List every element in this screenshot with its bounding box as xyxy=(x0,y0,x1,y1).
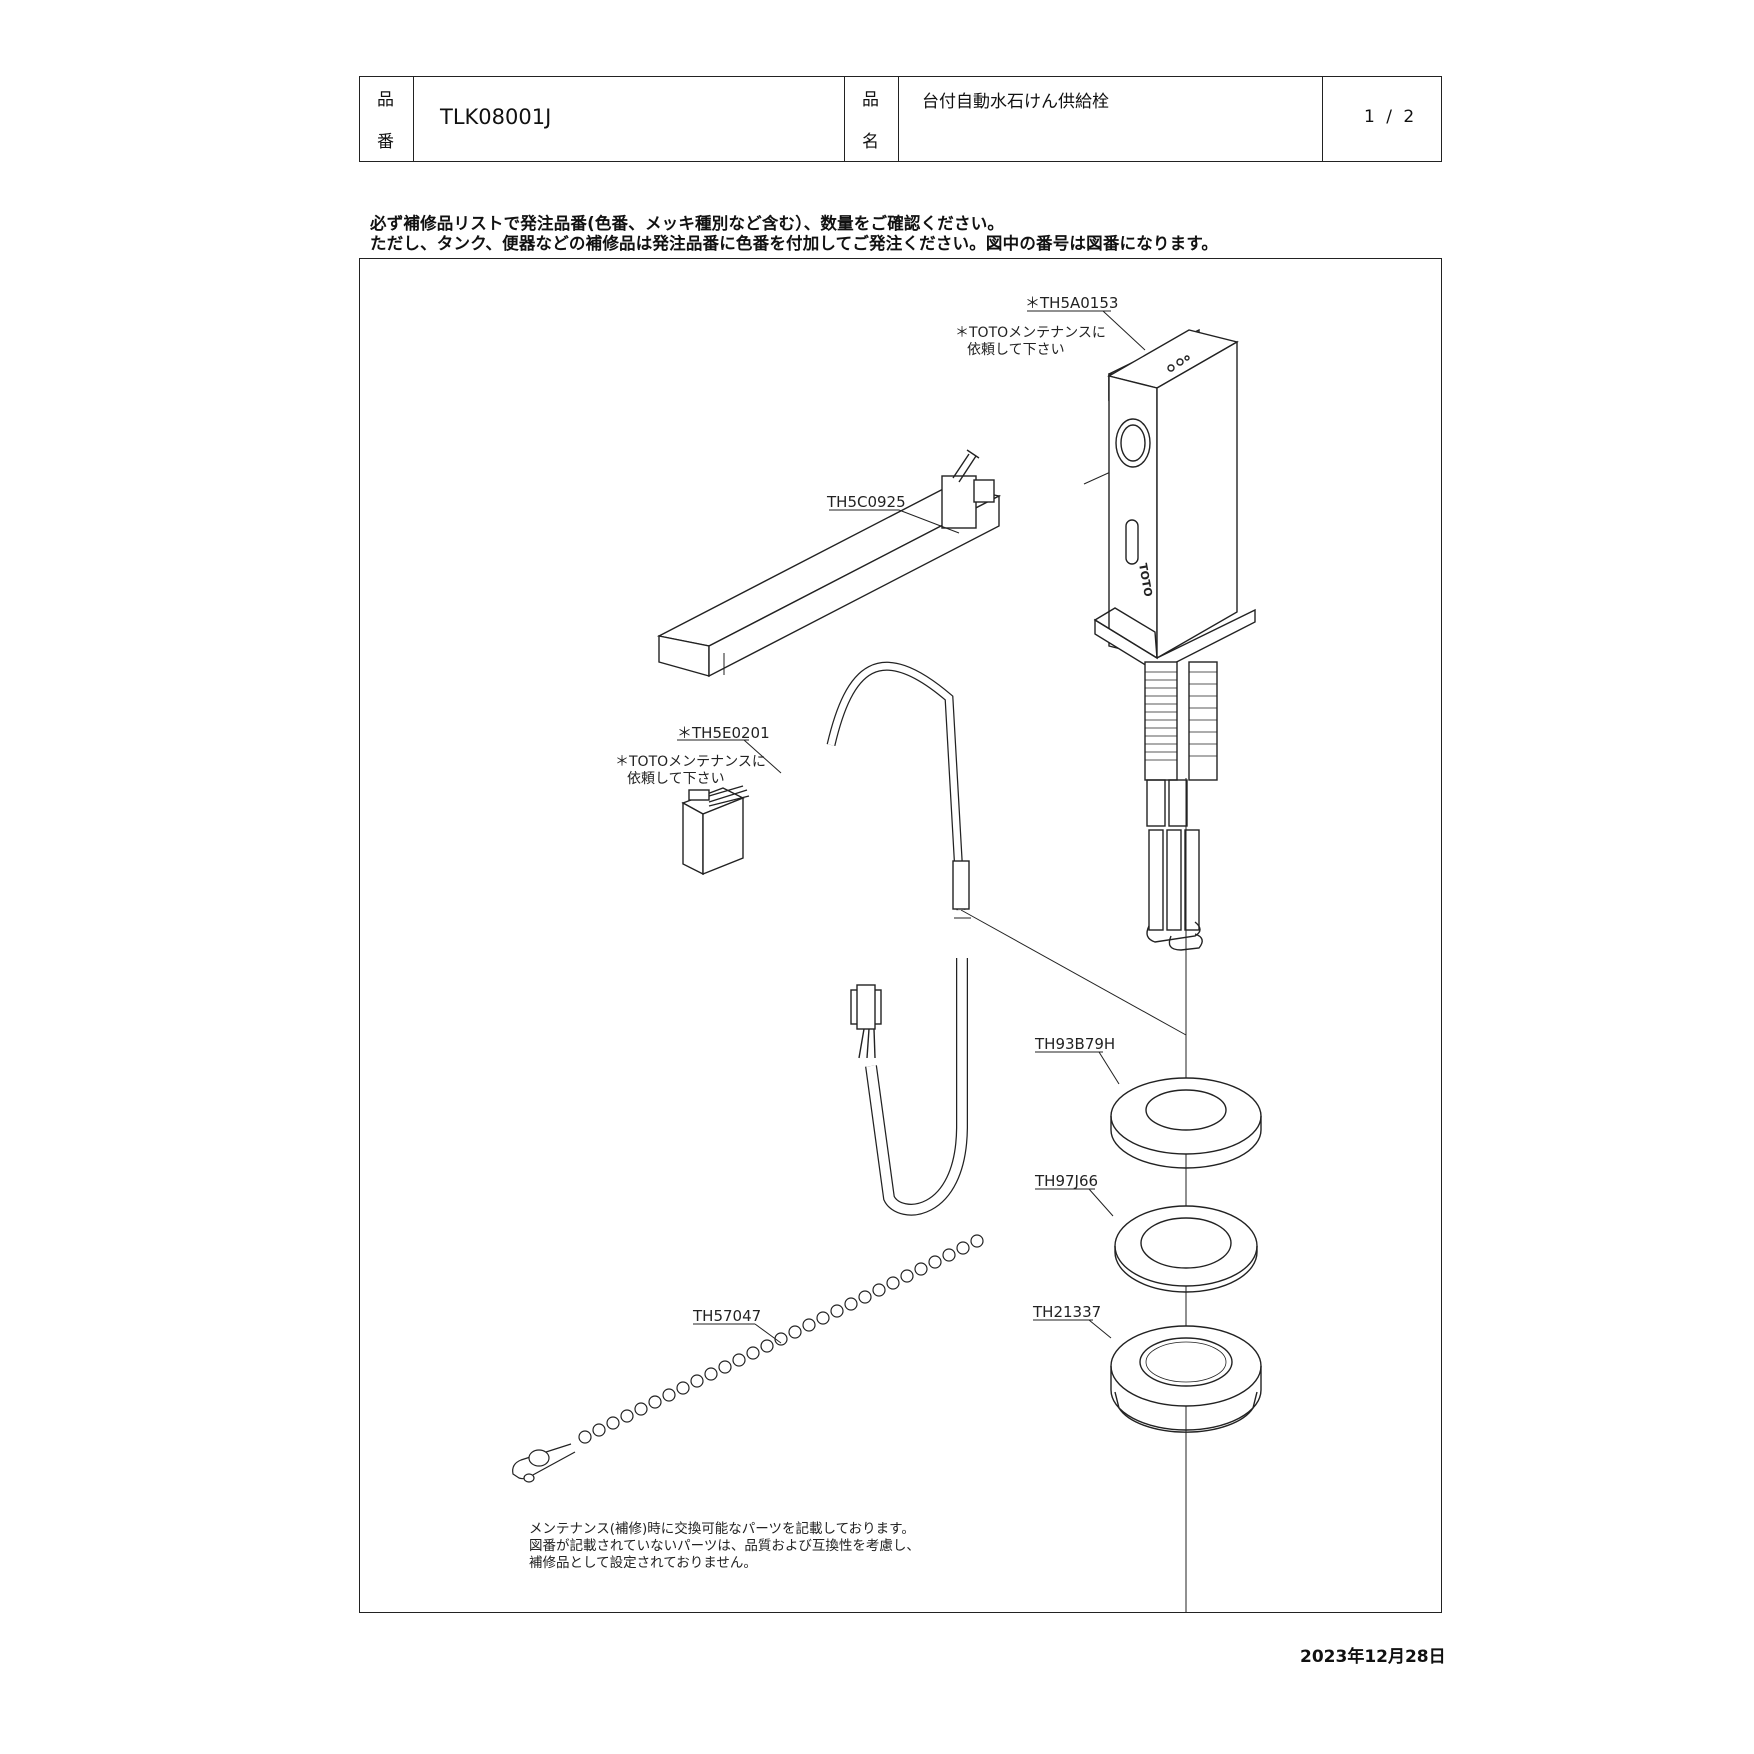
title-divider xyxy=(898,77,899,161)
part-code: TH5C0925 xyxy=(826,493,906,511)
issue-date: 2023年12月28日 xyxy=(1300,1647,1446,1667)
instruction-line: 必ず補修品リストで発注品番(色番、メッキ種別など含む）、数量をご確認ください。 xyxy=(370,214,1005,233)
part-code: TH57047 xyxy=(692,1307,761,1325)
product-number: TLK08001J xyxy=(440,105,552,129)
title-divider xyxy=(413,77,414,161)
lock-nut xyxy=(1110,1325,1262,1433)
footnote-line: メンテナンス(補修)時に交換可能なパーツを記載しております。 xyxy=(529,1520,915,1537)
part-code: ＊TH5A0153 xyxy=(1025,294,1118,312)
title-divider xyxy=(844,77,845,161)
part-code: TH21337 xyxy=(1032,1303,1101,1321)
title-block: 品 番 TLK08001J 品 名 台付自動水石けん供給栓 1 / 2 xyxy=(359,76,1442,162)
leader-lines xyxy=(677,310,1146,1344)
part-code: TH97J66 xyxy=(1034,1172,1098,1190)
ball-chain xyxy=(512,1234,984,1483)
brand-mark: TOTO xyxy=(1136,562,1155,597)
footnote-line: 補修品として設定されておりません。 xyxy=(529,1555,757,1571)
footnote-line: 図番が記載されていないパーツは、品質および互換性を考慮し、 xyxy=(529,1537,920,1554)
drawing-frame xyxy=(359,258,1442,1613)
spout xyxy=(656,449,1002,678)
hinmei-label: 名 xyxy=(862,132,879,152)
part-note: ＊TOTOメンテナンスに xyxy=(615,754,766,770)
part-note: 依頼して下さい xyxy=(627,771,725,787)
exploded-parts-drawing: ＊TH5A0153 ＊TOTOメンテナンスに 依頼して下さい TH5C0925 … xyxy=(512,294,1262,1613)
hinmei-label: 品 xyxy=(862,90,879,110)
hinban-label: 品 xyxy=(377,90,394,110)
washer xyxy=(1114,1205,1258,1293)
part-code: ＊TH5E0201 xyxy=(677,724,770,742)
part-code: TH93B79H xyxy=(1034,1035,1115,1053)
title-divider xyxy=(1322,77,1323,161)
part-note: ＊TOTOメンテナンスに xyxy=(955,325,1106,341)
hinban-label: 番 xyxy=(377,132,394,152)
instruction-line: ただし、タンク、便器などの補修品は発注品番に色番を付加してご発注ください。図中の… xyxy=(370,234,1219,253)
cable-assembly xyxy=(681,661,971,1216)
part-note: 依頼して下さい xyxy=(967,342,1065,358)
product-name: 台付自動水石けん供給栓 xyxy=(922,92,1109,112)
faucet-body xyxy=(1093,328,1256,951)
seal-ring xyxy=(1110,1077,1262,1169)
page-number: 1 / 2 xyxy=(1364,107,1418,127)
guide-line xyxy=(960,909,1187,1036)
